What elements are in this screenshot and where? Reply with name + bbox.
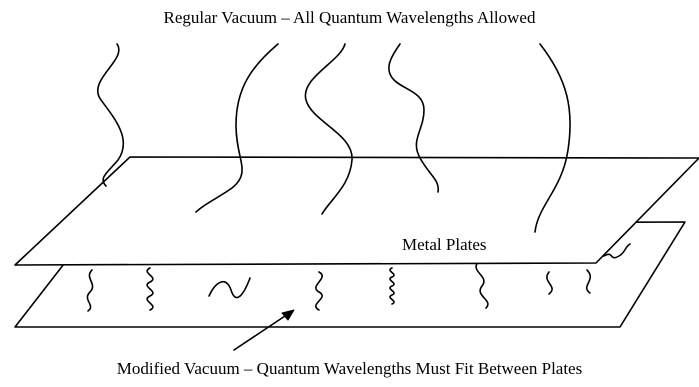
long-wave-3 (304, 43, 353, 215)
short-wave-4 (315, 271, 323, 311)
short-wave-1 (86, 269, 94, 312)
short-wave-3 (208, 277, 251, 299)
short-wave-5 (389, 267, 395, 305)
modified-vacuum-waves (86, 243, 631, 312)
short-wave-7 (546, 271, 553, 295)
long-wave-1 (97, 43, 125, 187)
short-wave-8 (585, 269, 592, 294)
short-wave-9 (603, 243, 631, 259)
upper-metal-plate (14, 156, 699, 266)
regular-vacuum-waves (97, 43, 571, 233)
modified-vacuum-label: Modified Vacuum – Quantum Wavelengths Mu… (116, 359, 583, 378)
short-wave-6 (475, 261, 489, 309)
metal-plates-label: Metal Plates (402, 235, 487, 254)
long-wave-4 (388, 43, 440, 193)
long-wave-5 (534, 43, 571, 233)
regular-vacuum-label: Regular Vacuum – All Quantum Wavelengths… (163, 8, 536, 27)
long-wave-2 (195, 43, 279, 213)
pointer-arrow (233, 309, 295, 351)
short-wave-2 (146, 267, 154, 311)
